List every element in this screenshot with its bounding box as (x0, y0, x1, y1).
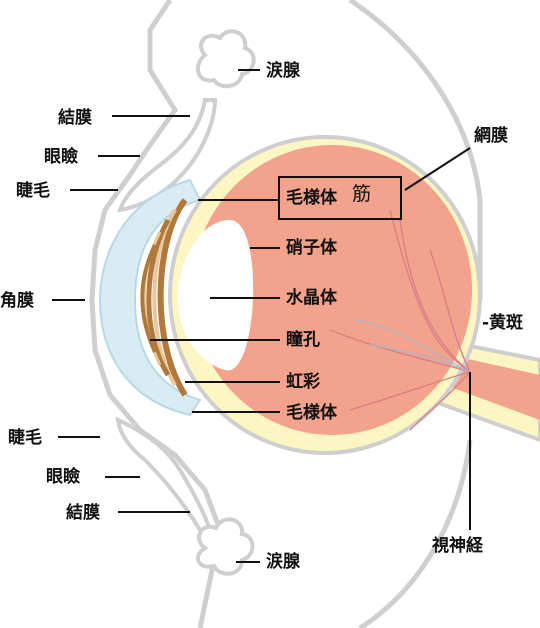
retina-layer (192, 145, 472, 435)
orbit-outline (348, 0, 483, 300)
label-macula: -黄斑 (482, 313, 524, 333)
orbit-outline-bottom (358, 439, 473, 628)
label-lens: 水晶体 (286, 288, 337, 308)
label-conjunctiva-top: 結膜 (58, 108, 92, 128)
label-retina: 網膜 (474, 126, 508, 146)
label-eyelid-bottom: 眼瞼 (46, 467, 80, 487)
label-eyelid-top: 眼瞼 (44, 147, 78, 167)
blood-vessels (329, 209, 471, 431)
nerve-fibers (354, 319, 471, 373)
label-ciliary-muscle-suffix: 筋 (352, 183, 372, 205)
label-vitreous-body: 硝子体 (286, 238, 337, 258)
label-eyelash-top: 睫毛 (16, 181, 50, 201)
leader-lines (52, 69, 471, 563)
lacrimal-gland-bottom (195, 517, 255, 576)
lower-eyelid (115, 416, 213, 532)
label-lacrimal-gland-top: 涙腺 (266, 61, 300, 81)
ciliary-muscle-highlight-box (278, 176, 402, 220)
lens (177, 220, 254, 371)
label-pupil: 瞳孔 (286, 330, 320, 350)
face-outline (89, 0, 223, 628)
label-ciliary-muscle: 毛様体 (286, 188, 337, 208)
iris (140, 198, 188, 397)
label-conjunctiva-bottom: 結膜 (66, 503, 100, 523)
label-ciliary-body-bottom: 毛様体 (286, 403, 337, 423)
label-cornea: 角膜 (0, 291, 34, 311)
label-lacrimal-gland-bottom: 涙腺 (266, 552, 300, 572)
label-eyelash-bottom: 睫毛 (8, 428, 42, 448)
label-optic-nerve: 視神経 (432, 536, 483, 556)
upper-eyelid (117, 98, 218, 213)
lacrimal-gland-top (195, 29, 256, 89)
label-iris: 虹彩 (286, 372, 320, 392)
cornea (98, 178, 202, 417)
